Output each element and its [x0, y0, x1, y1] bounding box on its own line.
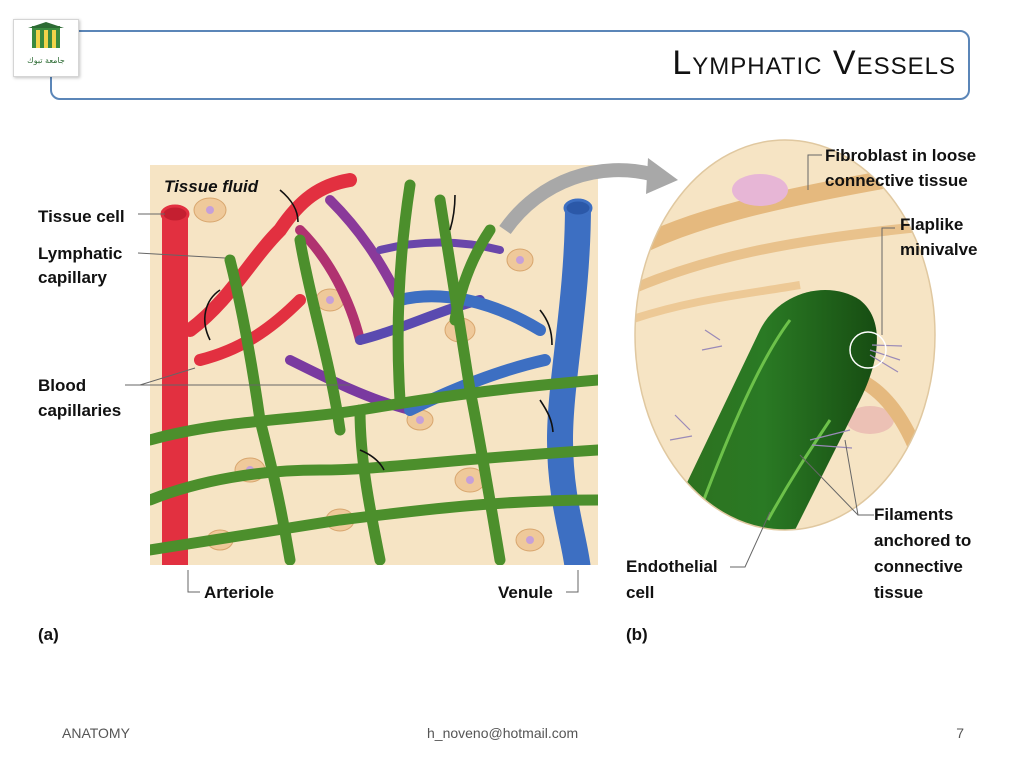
- logo-emblem-icon: [28, 22, 64, 48]
- zoom-arrow-icon: [499, 163, 657, 235]
- label-tissue-cell: Tissue cell: [38, 207, 125, 226]
- label-venule: Venule: [498, 583, 553, 602]
- label-blood-capillaries-line2: capillaries: [38, 401, 121, 420]
- label-fibroblast-line1: Fibroblast in loose: [825, 146, 976, 165]
- label-tissue-fluid: Tissue fluid: [164, 177, 259, 196]
- label-filaments-line3: connective: [874, 557, 963, 576]
- university-logo: جامعة تبوك: [13, 19, 79, 77]
- label-fibroblast-line2: connective tissue: [825, 171, 968, 190]
- panel-a-illustration: [150, 165, 598, 565]
- label-blood-capillaries-line1: Blood: [38, 376, 86, 395]
- panel-b-leader-lines: [730, 154, 895, 568]
- label-filaments-line1: Filaments: [874, 505, 953, 524]
- label-lymphatic-capillary-line2: capillary: [38, 268, 108, 287]
- logo-text: جامعة تبوك: [27, 56, 65, 65]
- label-filaments-line4: tissue: [874, 583, 923, 602]
- label-endothelial-line1: Endothelial: [626, 557, 718, 576]
- page-title: Lymphatic Vessels: [672, 44, 956, 82]
- label-flaplike-line1: Flaplike: [900, 215, 963, 234]
- panel-a-leader-lines: [125, 213, 579, 593]
- label-arteriole: Arteriole: [204, 583, 274, 602]
- footer-subject: ANATOMY: [62, 725, 130, 741]
- label-filaments-line2: anchored to: [874, 531, 971, 550]
- lymphatic-diagram: Tissue fluid Tissue cell Lymphatic capil…: [38, 139, 978, 644]
- title-box: Lymphatic Vessels: [50, 30, 970, 100]
- label-lymphatic-capillary-line1: Lymphatic: [38, 244, 122, 263]
- footer-email: h_noveno@hotmail.com: [427, 725, 579, 741]
- label-endothelial-line2: cell: [626, 583, 654, 602]
- panel-b-label: (b): [626, 625, 648, 644]
- footer-page-number: 7: [956, 725, 964, 741]
- label-flaplike-line2: minivalve: [900, 240, 978, 259]
- panel-a-label: (a): [38, 625, 59, 644]
